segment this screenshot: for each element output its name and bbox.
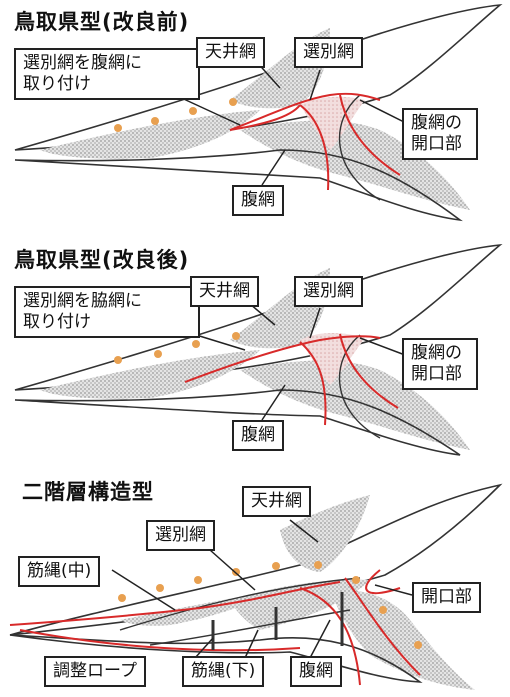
pointer-ceiling (289, 519, 319, 543)
lower-net-body (14, 389, 461, 456)
pointer-belly (261, 149, 286, 186)
panel-title: 鳥取県型(改良前) (14, 10, 190, 34)
label-adjust-rope: 調整ロープ (44, 656, 146, 687)
pointer-opening (374, 584, 413, 596)
pointer-opening (359, 337, 406, 356)
floats (114, 332, 240, 364)
inner-curve (365, 569, 401, 595)
label-selection-net: 選別網 (294, 37, 363, 68)
upper-net-body (14, 3, 503, 151)
mesh-ceiling (280, 495, 370, 572)
label-rope-lower: 筋縄(下) (182, 656, 265, 687)
red-line-2 (299, 341, 327, 426)
mesh-selection (300, 96, 365, 150)
label-ceiling-net: 天井網 (196, 37, 265, 68)
adjust-ropes (211, 592, 344, 650)
label-opening: 腹網の 開口部 (402, 338, 478, 390)
pointer-rope-low (244, 629, 259, 659)
label-attach: 選別網を腹網に 取り付け (14, 48, 200, 100)
mesh-belly (330, 589, 475, 690)
red-line-3 (339, 333, 399, 409)
mesh-belly (240, 360, 470, 450)
pointer-belly (261, 384, 286, 421)
lower-net-body (9, 634, 423, 683)
red-line-1 (9, 581, 341, 626)
inner-curve (338, 334, 381, 439)
mesh-left (40, 350, 260, 399)
mesh-left (40, 110, 260, 159)
inner-curve (338, 94, 381, 201)
red-line-1 (229, 92, 381, 131)
pointer-selection (209, 549, 256, 591)
rope-middle (119, 577, 361, 631)
red-line-3 (344, 577, 421, 676)
red-line-3 (339, 94, 401, 176)
pointer-selection (309, 307, 321, 339)
rope-lower (149, 609, 351, 646)
label-opening: 腹網の 開口部 (402, 108, 478, 160)
pointer-rope-mid (111, 569, 176, 611)
pointer-belly (309, 619, 331, 659)
panel-title: 二階層構造型 (22, 480, 154, 504)
label-selection-net: 選別網 (294, 276, 363, 307)
pointer-adjust (194, 637, 214, 659)
mesh-selection (300, 333, 365, 385)
label-selection-net: 選別網 (146, 520, 215, 551)
pointer-selection (309, 69, 321, 101)
panel-title: 鳥取県型(改良後) (14, 248, 190, 272)
upper-net-body (14, 243, 503, 391)
net-diagram-two-layer (9, 483, 503, 690)
red-line-4 (19, 629, 301, 652)
pointer-ceiling (249, 303, 276, 326)
label-rope-middle: 筋縄(中) (18, 556, 101, 587)
label-belly-net: 腹網 (232, 185, 284, 216)
pointer-opening (359, 99, 411, 126)
label-opening: 開口部 (412, 582, 481, 613)
label-ceiling-net: 天井網 (190, 276, 259, 307)
panel-after-improvement: 鳥取県型(改良後) 選別網を脇網に 取り付け 天井網 選別網 腹網の 開口部 腹… (0, 240, 510, 462)
label-belly-net: 腹網 (290, 656, 342, 687)
panel-before-improvement: 鳥取県型(改良前) 選別網を腹網に 取り付け 天井網 選別網 腹網の 開口部 腹… (0, 0, 510, 232)
red-line-2 (299, 104, 330, 191)
panel-two-layer: 二階層構造型 天井網 選別網 筋縄(中) 開口部 調整ロープ 筋縄(下) 腹網 (0, 470, 510, 697)
red-line-4 (229, 104, 301, 131)
label-ceiling-net: 天井網 (242, 486, 311, 517)
lower-net-body (14, 149, 463, 222)
label-belly-net: 腹網 (232, 420, 284, 451)
red-line-1 (184, 335, 381, 383)
floats (114, 98, 237, 132)
pointer-attach (174, 94, 241, 126)
label-attach: 選別網を脇網に 取り付け (14, 286, 200, 338)
